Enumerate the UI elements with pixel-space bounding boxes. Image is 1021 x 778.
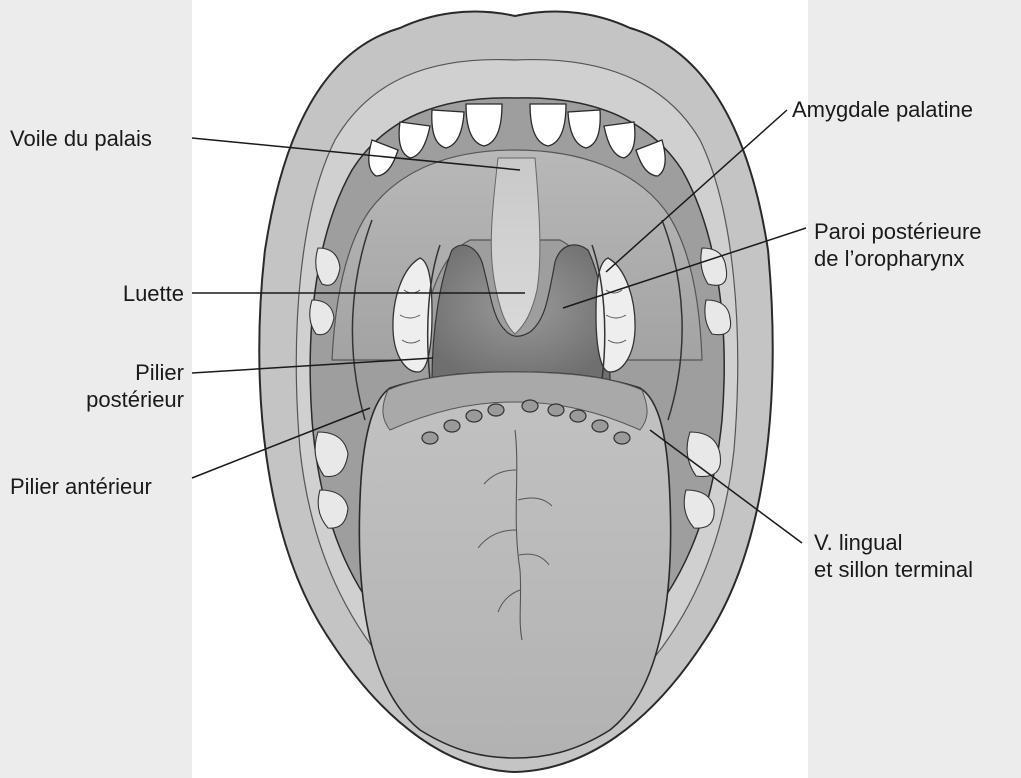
label-voile-du-palais: Voile du palais [10, 125, 152, 152]
label-pilier-posterieur: Pilier postérieur [40, 359, 184, 413]
label-text-line-1: V. lingual [814, 529, 973, 556]
label-paroi-posterieure: Paroi postérieure de l’oropharynx [814, 218, 982, 272]
label-text: Pilier antérieur [10, 473, 152, 500]
label-text: Luette [40, 280, 184, 307]
label-pilier-anterieur: Pilier antérieur [10, 473, 152, 500]
label-text-line-1: Pilier [40, 359, 184, 386]
label-v-lingual: V. lingual et sillon terminal [814, 529, 973, 583]
label-text-line-2: postérieur [40, 386, 184, 413]
tongue [359, 372, 670, 758]
label-amygdale-palatine: Amygdale palatine [792, 96, 973, 123]
label-text-line-2: de l’oropharynx [814, 245, 982, 272]
label-text-line-1: Paroi postérieure [814, 218, 982, 245]
label-text: Voile du palais [10, 125, 152, 152]
label-luette: Luette [40, 280, 184, 307]
label-text-line-2: et sillon terminal [814, 556, 973, 583]
label-text: Amygdale palatine [792, 96, 973, 123]
